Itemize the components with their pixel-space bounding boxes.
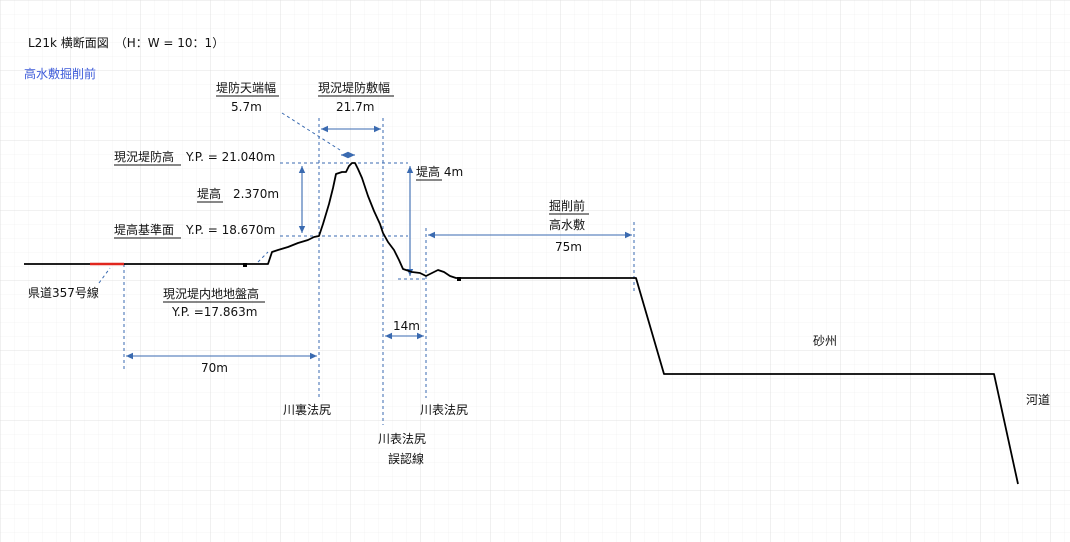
crest-width-value: 5.7m bbox=[231, 100, 262, 114]
inland-ground-value: Y.P. =17.863m bbox=[171, 305, 257, 319]
inner-toe-label: 川裏法尻 bbox=[283, 402, 331, 417]
channel-label: 河道 bbox=[1026, 393, 1050, 407]
road-label: 県道357号線 bbox=[28, 285, 99, 300]
base-width-value: 21.7m bbox=[336, 100, 374, 114]
levee-crown-label: 現況堤防高 Y.P. = 21.040m bbox=[114, 149, 275, 164]
diagram-subtitle: 高水敷掘削前 bbox=[24, 66, 96, 81]
inland-ground-title: 現況堤内地地盤高 bbox=[163, 286, 259, 301]
guide-lines bbox=[98, 112, 635, 425]
wrong-toe-label-2: 誤認線 bbox=[388, 451, 424, 466]
floodplain-width-label: 75m bbox=[555, 240, 582, 254]
wrong-toe-label-1: 川表法尻 bbox=[378, 432, 426, 446]
sandbar-label: 砂州 bbox=[813, 334, 837, 348]
levee-height-right-label: 堤高 4m bbox=[416, 164, 463, 179]
crest-width-title: 堤防天端幅 bbox=[216, 80, 276, 95]
levee-height-left-label: 堤高 2.370m bbox=[197, 186, 279, 201]
levee-reference-label: 堤高基準面 Y.P. = 18.670m bbox=[114, 222, 275, 237]
terrain-profile bbox=[24, 162, 1019, 485]
dist-14-label: 14m bbox=[393, 319, 420, 333]
outer-toe-label: 川表法尻 bbox=[420, 403, 468, 417]
base-width-title: 現況堤防敷幅 bbox=[318, 80, 390, 95]
survey-marker-left bbox=[243, 263, 247, 267]
inland-ground-leader bbox=[257, 251, 269, 263]
dist-70-label: 70m bbox=[201, 361, 228, 375]
survey-marker-right bbox=[457, 277, 461, 281]
label-underlines bbox=[114, 95, 589, 303]
floodplain-title-2: 高水敷 bbox=[549, 217, 585, 232]
dimension-arrows bbox=[126, 125, 632, 360]
diagram-title: L21k 横断面図 （H：W = 10：1） bbox=[28, 35, 224, 50]
floodplain-title-1: 掘削前 bbox=[549, 198, 585, 213]
